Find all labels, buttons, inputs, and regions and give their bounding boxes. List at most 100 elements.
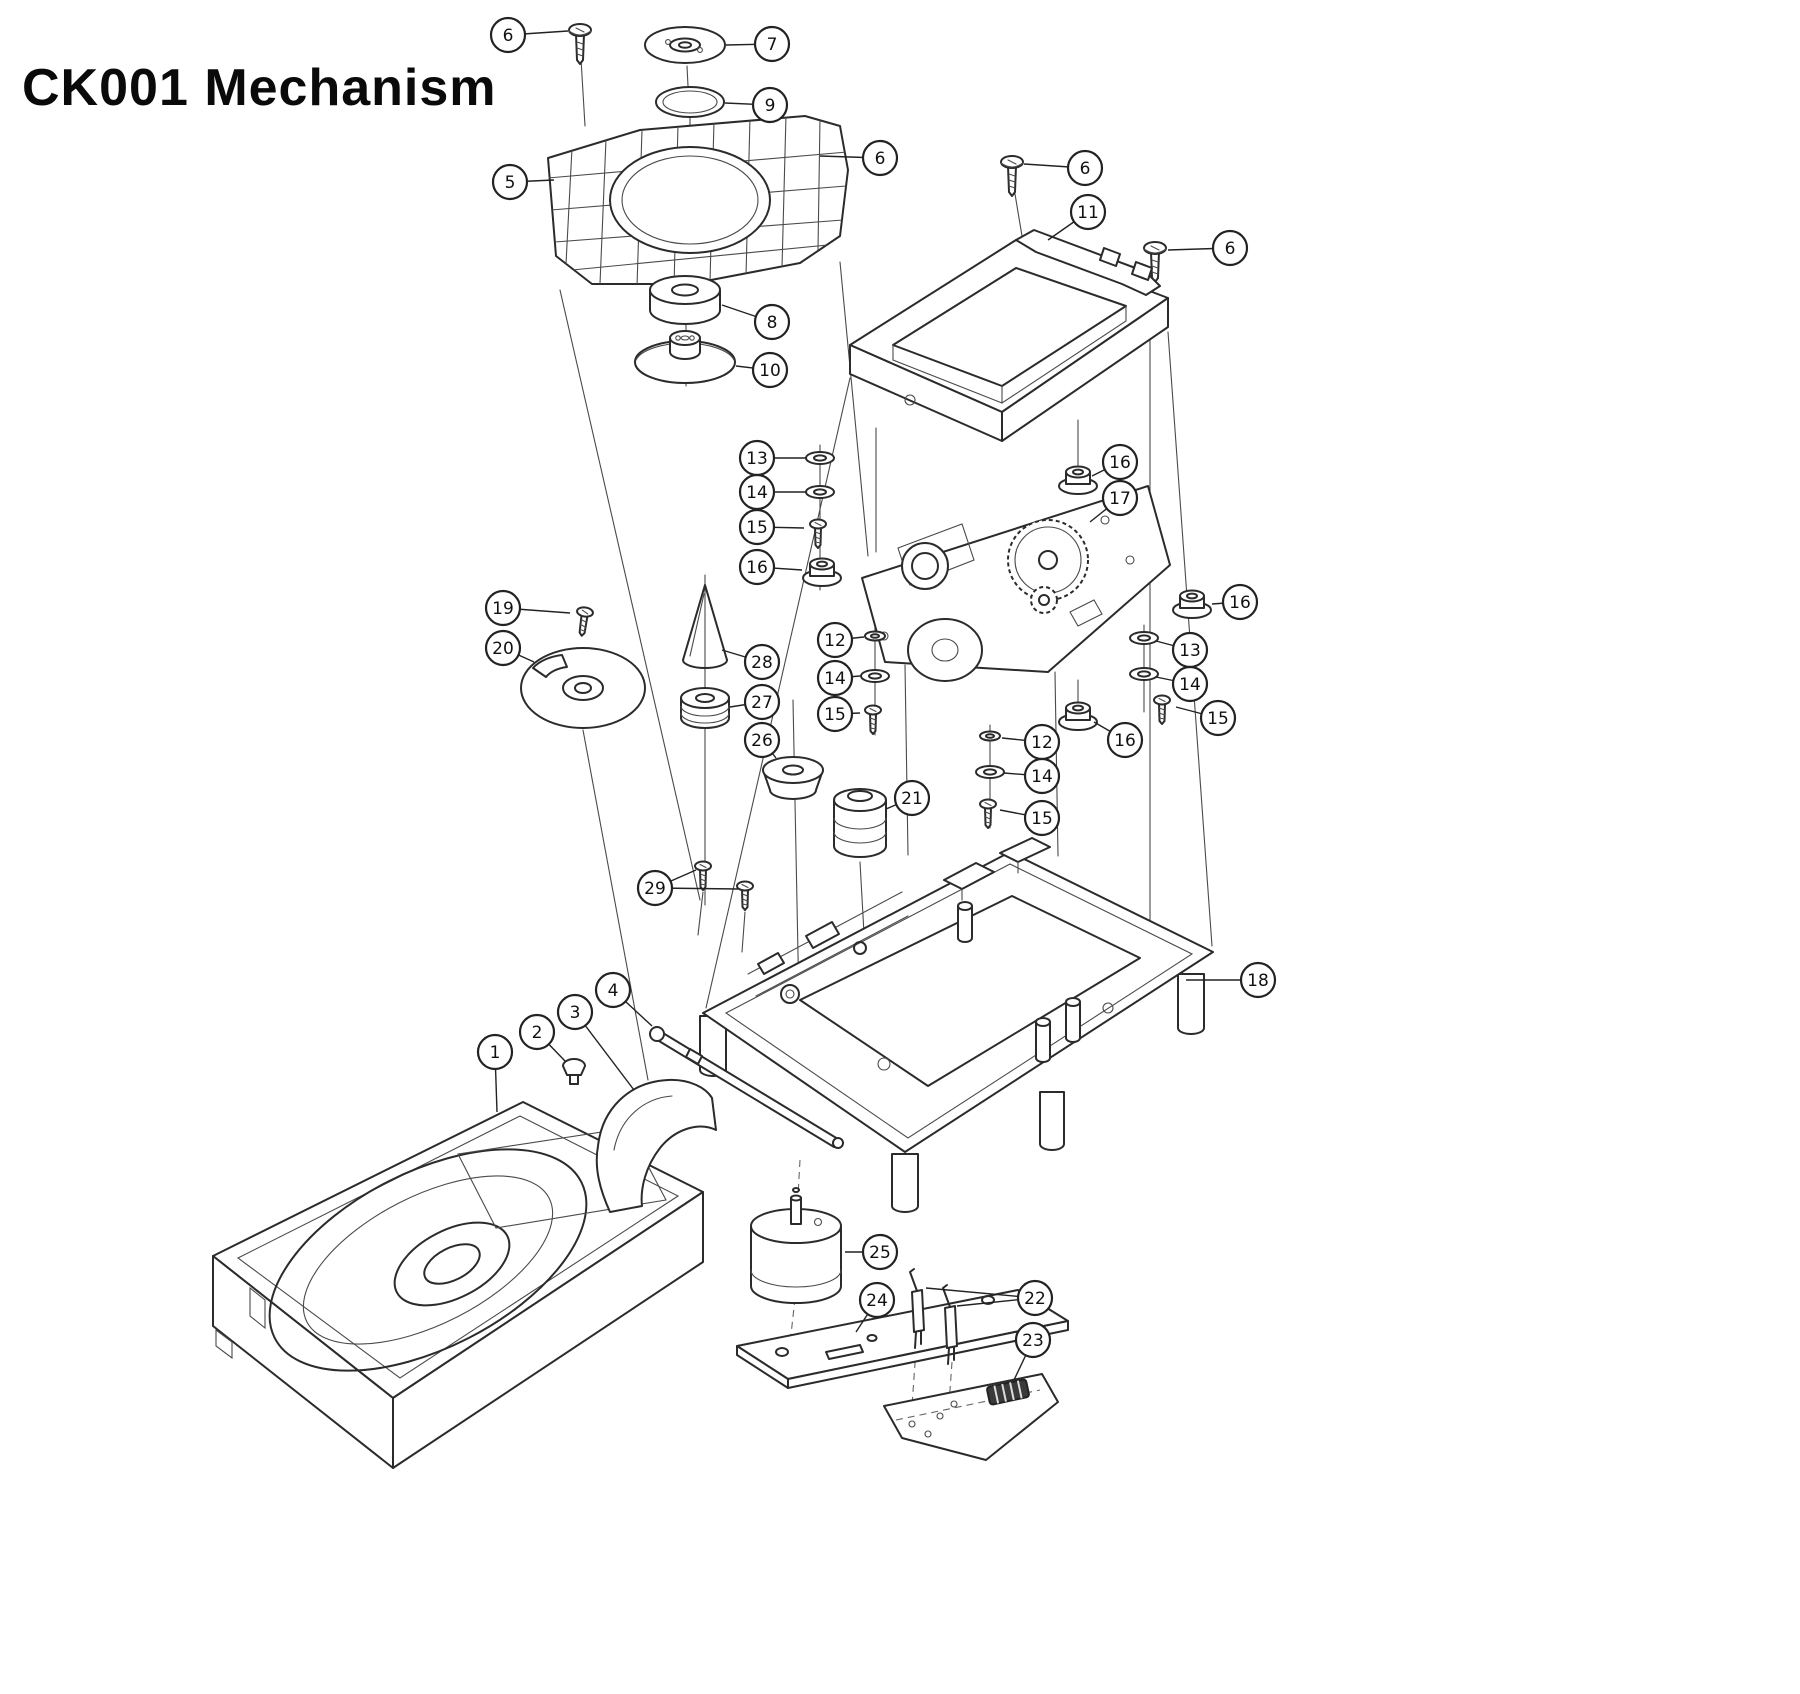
part-18-main-chassis (699, 837, 1214, 1213)
callout-3: 3 (556, 993, 594, 1031)
part-29-screws (694, 860, 754, 911)
callout-13: 13 (1171, 631, 1209, 669)
part-7-small-disc (644, 26, 726, 64)
svg-text:15: 15 (1207, 709, 1229, 729)
svg-text:24: 24 (866, 1291, 888, 1311)
callout-15: 15 (738, 508, 776, 546)
part-28-cone-spring (682, 584, 728, 669)
svg-text:5: 5 (505, 173, 516, 193)
svg-text:20: 20 (492, 639, 514, 659)
callout-4: 4 (594, 971, 632, 1009)
part-8-clamp-hub (649, 275, 721, 325)
svg-text:13: 13 (1179, 641, 1201, 661)
screw-6-a (568, 23, 592, 65)
svg-text:27: 27 (751, 693, 773, 713)
callout-18: 18 (1239, 961, 1277, 999)
callout-6: 6 (1211, 229, 1249, 267)
svg-text:3: 3 (570, 1003, 581, 1023)
callout-1: 1 (476, 1033, 514, 1071)
callout-24: 24 (858, 1281, 896, 1319)
callout-6: 6 (861, 139, 899, 177)
callout-5: 5 (491, 163, 529, 201)
screw-15-c (864, 704, 882, 735)
part-4-slide-rod (649, 1026, 844, 1149)
callout-23: 23 (1014, 1321, 1052, 1359)
callout-15: 15 (1199, 699, 1237, 737)
diagram-title: CK001 Mechanism (22, 59, 497, 117)
part-25-motor (750, 1187, 842, 1304)
callout-9: 9 (751, 86, 789, 124)
callout-25: 25 (861, 1233, 899, 1271)
damper-16-b (1058, 465, 1098, 495)
svg-text:6: 6 (1225, 239, 1236, 259)
svg-text:25: 25 (869, 1243, 891, 1263)
callout-11: 11 (1069, 193, 1107, 231)
part-21-gear-motor (833, 788, 887, 858)
svg-text:9: 9 (765, 96, 776, 116)
svg-text:19: 19 (492, 599, 514, 619)
callout-layer: 6 7 9 6 5 6 1 16 8 10 13 14 15 16 17 16 16 19 20 12 13 28 14 14… (476, 16, 1277, 1381)
callout-27: 27 (743, 683, 781, 721)
callout-12: 12 (1023, 723, 1061, 761)
callout-12: 12 (816, 621, 854, 659)
callout-15: 15 (816, 695, 854, 733)
svg-text:14: 14 (824, 669, 846, 689)
part-19-screw (572, 605, 595, 638)
part-2-cap (562, 1058, 586, 1085)
callout-17: 17 (1101, 479, 1139, 517)
part-9-ring (655, 86, 725, 118)
svg-text:16: 16 (1114, 731, 1136, 751)
callout-15: 15 (1023, 799, 1061, 837)
part-5-top-plate (547, 115, 849, 285)
part-27-roller (680, 687, 730, 729)
svg-text:11: 11 (1077, 203, 1099, 223)
washer-14-b (1129, 667, 1159, 681)
callout-14: 14 (1023, 757, 1061, 795)
svg-text:15: 15 (746, 518, 768, 538)
svg-text:12: 12 (824, 631, 846, 651)
callout-16: 16 (1106, 721, 1144, 759)
callout-28: 28 (743, 643, 781, 681)
callout-16: 16 (1221, 583, 1259, 621)
washer-13-a (805, 451, 835, 465)
screw-15-b (1153, 694, 1171, 725)
spacer-12-a (864, 630, 886, 642)
svg-text:7: 7 (767, 35, 778, 55)
svg-text:16: 16 (1109, 453, 1131, 473)
svg-text:15: 15 (824, 705, 846, 725)
callout-16: 16 (738, 548, 776, 586)
callout-8: 8 (753, 303, 791, 341)
svg-text:15: 15 (1031, 809, 1053, 829)
part-17-traverse-unit (861, 485, 1171, 682)
svg-text:10: 10 (759, 361, 781, 381)
part-3-curved-cover (595, 1078, 717, 1213)
part-1-disc-tray (212, 1101, 704, 1469)
svg-text:6: 6 (875, 149, 886, 169)
damper-16-a (802, 557, 842, 587)
svg-text:14: 14 (1179, 675, 1201, 695)
washer-14-c (860, 669, 890, 683)
part-24-pcb (736, 1289, 1069, 1461)
svg-text:29: 29 (644, 879, 666, 899)
svg-text:26: 26 (751, 731, 773, 751)
part-11-clamp-frame (849, 229, 1169, 442)
callout-21: 21 (893, 779, 931, 817)
callout-leader-22 (925, 1287, 1036, 1299)
svg-text:14: 14 (1031, 767, 1053, 787)
svg-text:2: 2 (532, 1023, 543, 1043)
callout-13: 13 (738, 439, 776, 477)
callout-6: 6 (1066, 149, 1104, 187)
spacer-12-b (979, 730, 1001, 742)
damper-16-d (1058, 701, 1098, 731)
callout-26: 26 (743, 721, 781, 759)
svg-text:23: 23 (1022, 1331, 1044, 1351)
screw-6-c (1000, 155, 1024, 197)
svg-text:14: 14 (746, 483, 768, 503)
svg-text:4: 4 (608, 981, 619, 1001)
callout-16: 16 (1101, 443, 1139, 481)
part-26-pulley (762, 756, 824, 800)
svg-text:21: 21 (901, 789, 923, 809)
washer-14-d (975, 765, 1005, 779)
